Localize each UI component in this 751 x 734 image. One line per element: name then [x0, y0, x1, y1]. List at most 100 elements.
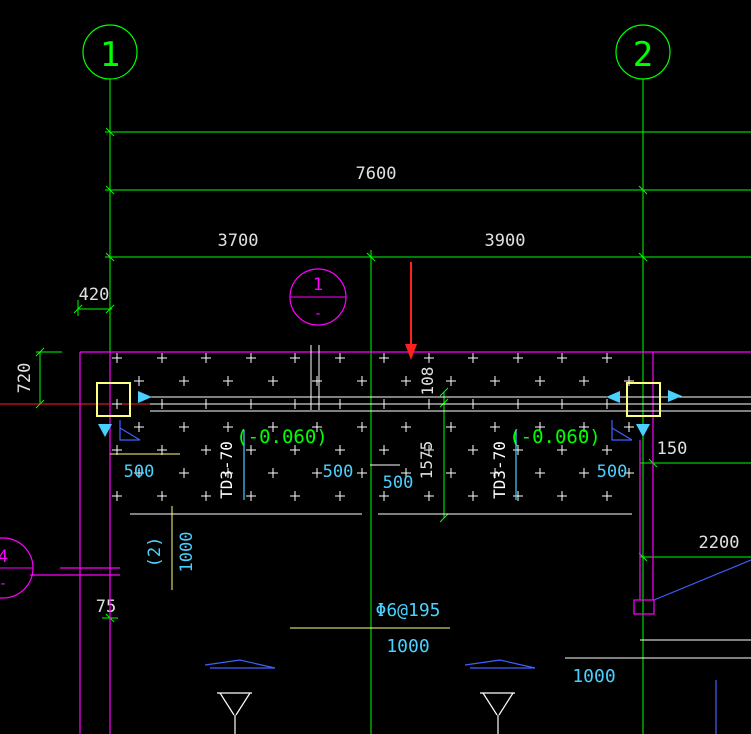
rebar-plus-mark	[468, 399, 478, 409]
rebar-plus-mark	[290, 445, 300, 455]
column-box-right[interactable]	[626, 382, 661, 417]
dim-3700: 3700	[218, 231, 259, 251]
column-box-left[interactable]	[96, 382, 131, 417]
rebar-plus-mark	[513, 445, 523, 455]
rebar-plus-mark	[513, 491, 523, 501]
rebar-plus-mark	[335, 445, 345, 455]
dim-1575: 1575	[417, 441, 436, 480]
rebar-plus-mark	[424, 491, 434, 501]
slab-level-right: (-0.060)	[509, 426, 601, 448]
dim-500-b: 500	[323, 462, 354, 482]
grid-axis-2-label: 2	[633, 35, 653, 75]
rebar-plus-mark	[246, 491, 256, 501]
rebar-plus-mark	[490, 422, 500, 432]
rebar-plus-mark	[157, 399, 167, 409]
rebar-plus-mark	[602, 491, 612, 501]
rebar-plus-mark	[268, 422, 278, 432]
rebar-plus-mark	[424, 353, 434, 363]
rebar-plus-mark	[112, 353, 122, 363]
rebar-plus-mark	[557, 399, 567, 409]
rebar-plus-mark	[379, 353, 389, 363]
left-marker-top: 4	[0, 547, 8, 567]
support-symbol-left	[217, 692, 252, 734]
rebar-plus-mark	[312, 422, 322, 432]
section-marker[interactable]: 1 -	[289, 268, 347, 326]
section-marker-bottom: -	[314, 306, 322, 322]
blue-corner-marks	[119, 420, 633, 441]
rebar-spec: Φ6@195	[375, 600, 440, 621]
red-arrow	[405, 262, 417, 360]
left-marker[interactable]: 4 -	[0, 537, 34, 599]
rebar-plus-mark	[624, 376, 634, 386]
rebar-plus-mark	[579, 468, 589, 478]
rebar-plus-mark	[246, 353, 256, 363]
rebar-plus-mark	[557, 491, 567, 501]
rebar-plus-mark	[624, 468, 634, 478]
rebar-plus-mark	[446, 376, 456, 386]
rebar-plus-mark	[134, 468, 144, 478]
rebar-plus-mark	[468, 491, 478, 501]
rebar-plus-mark	[401, 422, 411, 432]
dim-7600: 7600	[356, 164, 397, 184]
paren-label: (2)	[145, 537, 165, 568]
section-marker-top: 1	[313, 275, 323, 295]
level-leader-lines	[243, 430, 517, 500]
left-marker-bottom: -	[0, 576, 7, 592]
rebar-plus-mark	[579, 422, 589, 432]
rebar-plus-mark	[290, 399, 300, 409]
rebar-plus-mark	[557, 353, 567, 363]
yellow-lines	[110, 453, 450, 629]
rebar-plus-mark	[246, 399, 256, 409]
rebar-plus-mark	[468, 445, 478, 455]
rebar-plus-mark	[223, 422, 233, 432]
rebar-plus-mark	[157, 445, 167, 455]
dimension-lines	[35, 127, 751, 734]
rebar-plus-mark	[557, 445, 567, 455]
rebar-plus-mark	[179, 376, 189, 386]
dim-1000-right: 1000	[572, 666, 615, 687]
rebar-plus-mark	[468, 353, 478, 363]
rebar-plus-mark	[290, 353, 300, 363]
rebar-plus-mark	[513, 353, 523, 363]
slab-tag-left: TD3-70	[217, 441, 236, 499]
rebar-plus-mark	[112, 491, 122, 501]
rebar-plus-mark	[290, 491, 300, 501]
rebar-plus-mark	[490, 376, 500, 386]
rebar-plus-mark	[312, 468, 322, 478]
rebar-plus-mark	[579, 376, 589, 386]
rebar-plus-mark	[446, 468, 456, 478]
dim-75: 75	[96, 597, 116, 617]
rebar-mark-grid	[112, 353, 634, 501]
dim-2200: 2200	[699, 533, 740, 553]
rebar-plus-mark	[201, 445, 211, 455]
rebar-plus-mark	[401, 468, 411, 478]
rebar-plus-mark	[379, 445, 389, 455]
grid-axis-1-label: 1	[100, 35, 120, 75]
rebar-plus-mark	[246, 445, 256, 455]
rebar-plus-mark	[134, 376, 144, 386]
rebar-plus-mark	[223, 468, 233, 478]
dim-420: 420	[79, 285, 110, 305]
rebar-plus-mark	[424, 399, 434, 409]
rebar-plus-mark	[179, 468, 189, 478]
dim-150: 150	[657, 439, 688, 459]
grid-axis-2[interactable]: 2	[615, 24, 671, 80]
rebar-plus-mark	[335, 353, 345, 363]
rebar-plus-mark	[268, 468, 278, 478]
rebar-plus-mark	[424, 445, 434, 455]
rebar-plus-mark	[602, 353, 612, 363]
dim-1000-center: 1000	[386, 636, 429, 657]
dim-500-a: 500	[124, 462, 155, 482]
rebar-plus-mark	[379, 399, 389, 409]
rebar-plus-mark	[490, 468, 500, 478]
rebar-plus-mark	[602, 445, 612, 455]
detail-lines	[130, 464, 751, 659]
rebar-plus-mark	[201, 491, 211, 501]
rebar-plus-mark	[335, 399, 345, 409]
rebar-plus-mark	[513, 399, 523, 409]
rebar-plus-mark	[112, 445, 122, 455]
grid-axis-1[interactable]: 1	[82, 24, 138, 80]
dim-3900: 3900	[485, 231, 526, 251]
rebar-plus-mark	[179, 422, 189, 432]
rebar-plus-mark	[201, 353, 211, 363]
